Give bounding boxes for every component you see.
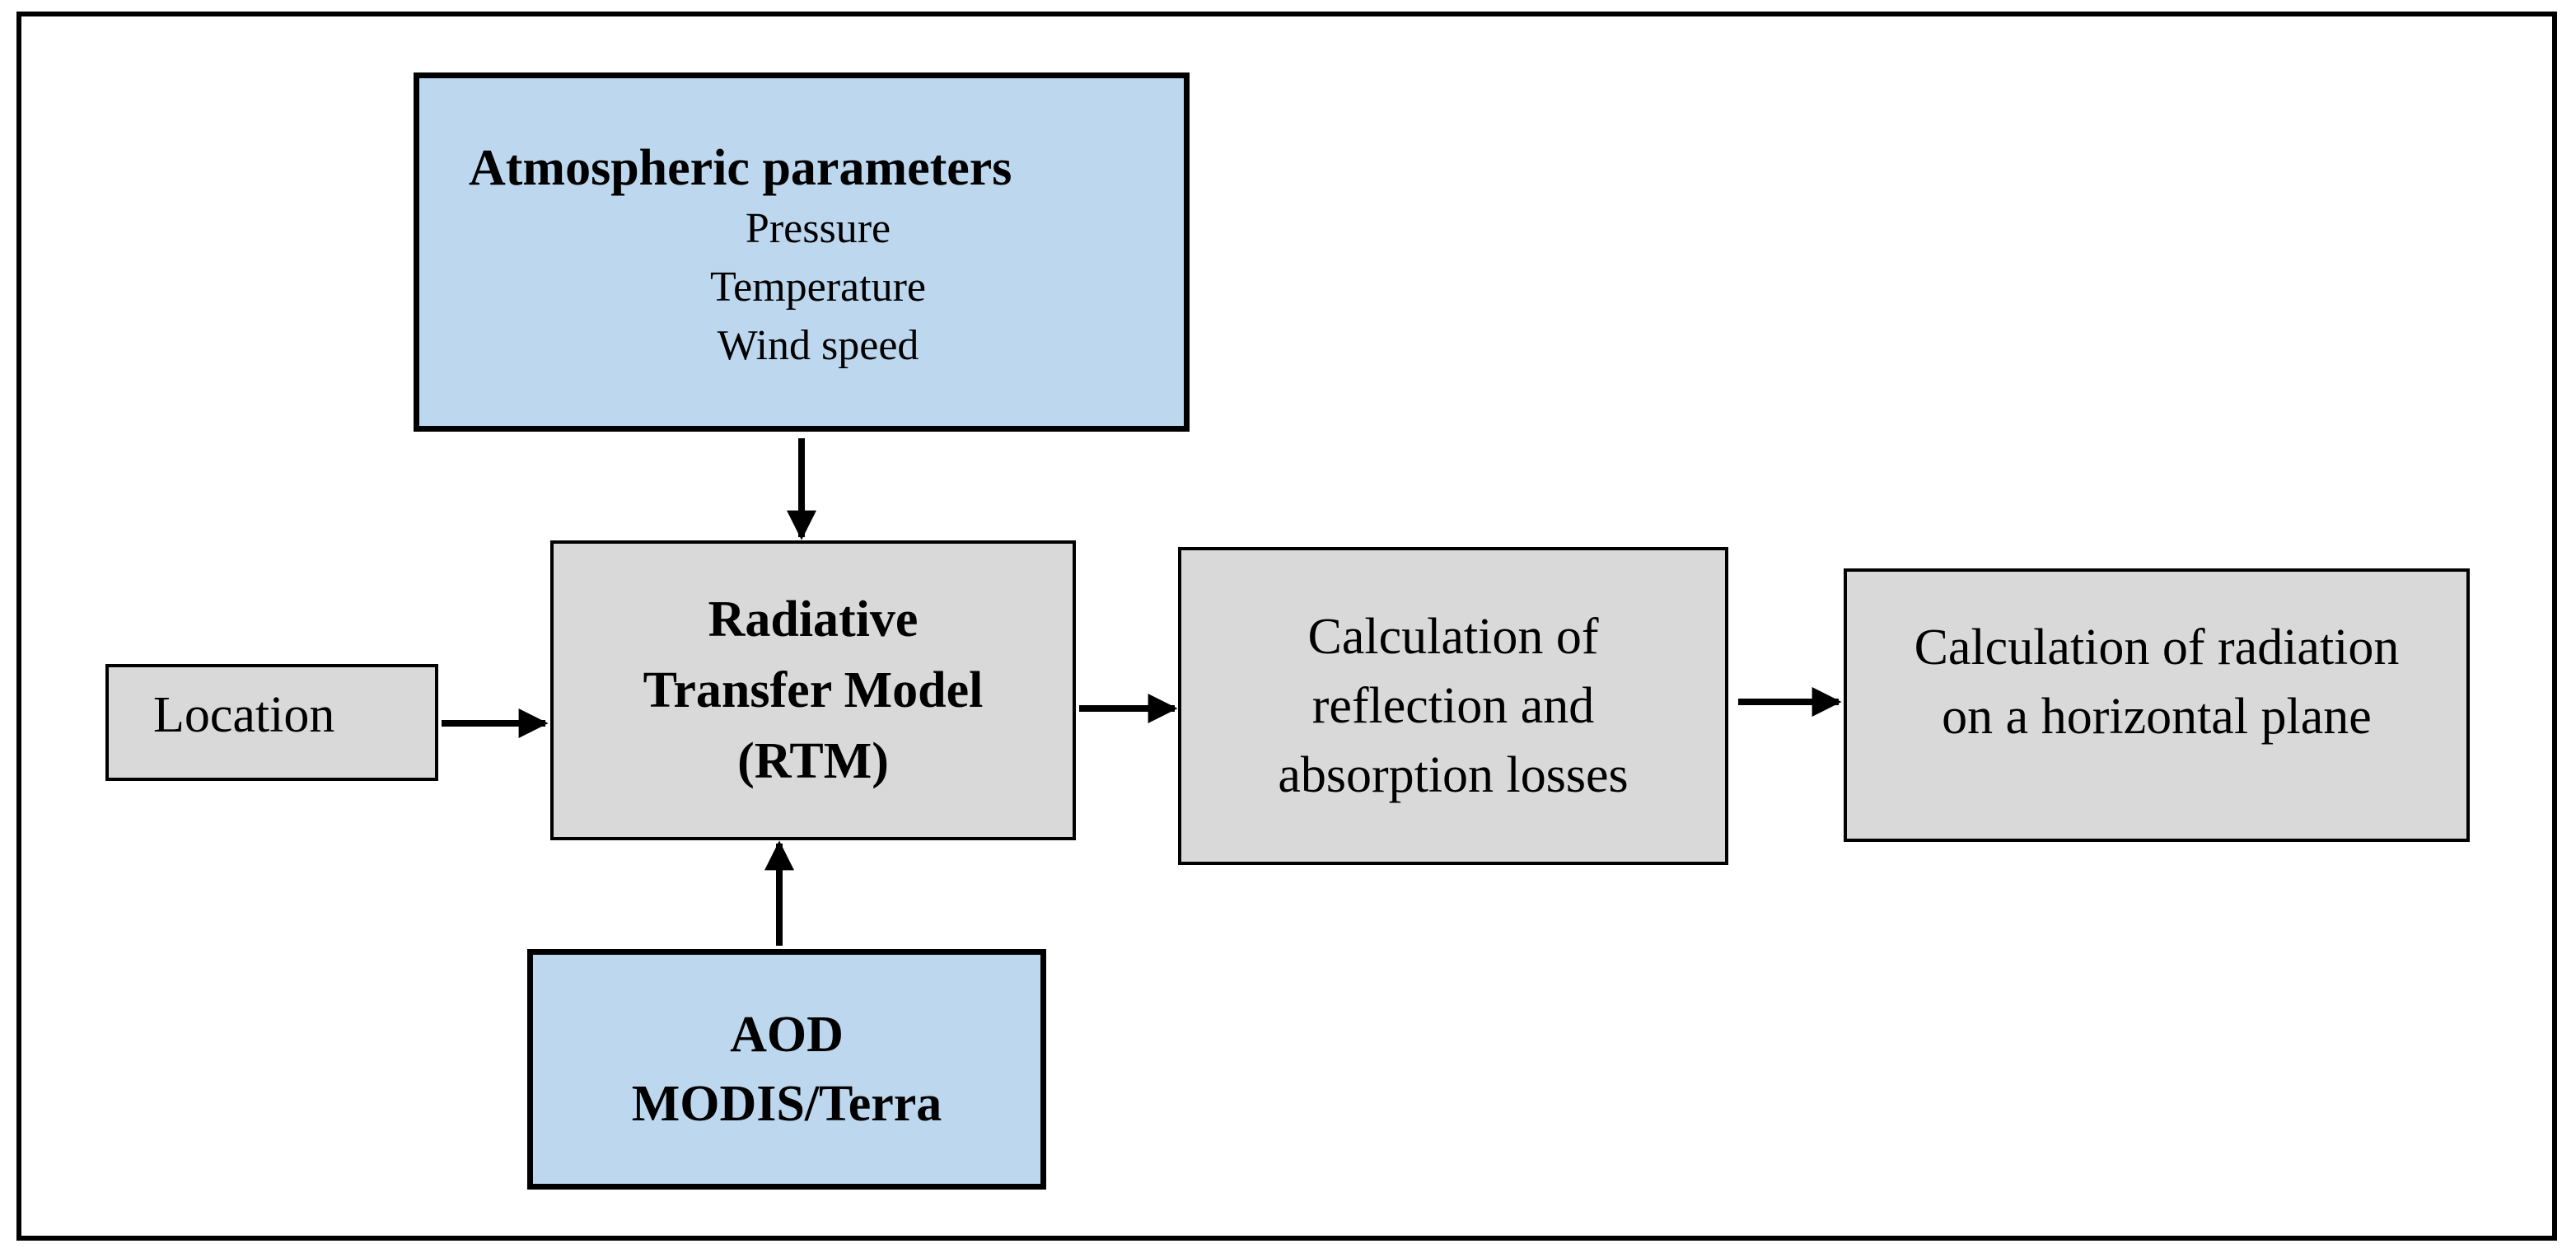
horizontal-line-2: on a horizontal plane xyxy=(1942,689,2372,745)
location-label: Location xyxy=(153,687,335,743)
atmospheric-item-temperature: Temperature xyxy=(710,263,926,311)
rtm-box: Radiative Transfer Model (RTM) xyxy=(550,540,1076,840)
atmospheric-item-wind-speed: Wind speed xyxy=(717,321,919,369)
losses-line-3: absorption losses xyxy=(1278,747,1629,803)
atmospheric-parameters-box: Atmospheric parameters Pressure Temperat… xyxy=(414,72,1190,432)
rtm-line-2: Transfer Model xyxy=(643,662,984,718)
horizontal-plane-box: Calculation of radiation on a horizontal… xyxy=(1844,568,2470,842)
atmospheric-parameters-title: Atmospheric parameters xyxy=(469,139,1012,196)
losses-line-2: reflection and xyxy=(1311,678,1595,734)
rtm-line-1: Radiative xyxy=(708,591,919,648)
losses-line-1: Calculation of xyxy=(1307,609,1599,665)
aod-line-1: AOD xyxy=(730,1007,844,1063)
rtm-line-3: (RTM) xyxy=(737,733,889,789)
aod-box: AOD MODIS/Terra xyxy=(527,949,1046,1190)
atmospheric-item-pressure: Pressure xyxy=(745,204,891,252)
aod-line-2: MODIS/Terra xyxy=(631,1076,942,1132)
horizontal-line-1: Calculation of radiation xyxy=(1914,619,2400,676)
location-box: Location xyxy=(105,664,438,781)
losses-box: Calculation of reflection and absorption… xyxy=(1178,547,1728,865)
